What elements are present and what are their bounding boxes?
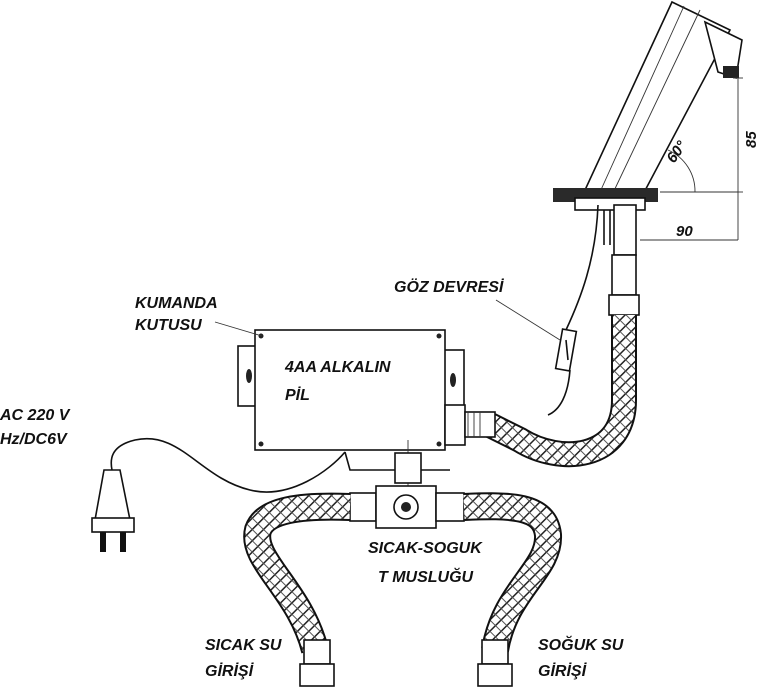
dimension-lines bbox=[640, 77, 743, 241]
label-control-box-line1: KUMANDA bbox=[135, 295, 218, 312]
power-plug bbox=[91, 469, 135, 552]
label-power-line1: AC 220 V bbox=[0, 407, 71, 424]
faucet-base bbox=[553, 188, 658, 256]
faucet-body bbox=[583, 0, 743, 201]
label-cold-inlet-line1: SOĞUK SU bbox=[538, 635, 624, 654]
label-control-box-line2: KUTUSU bbox=[135, 317, 202, 334]
eye-circuit-module bbox=[554, 328, 578, 372]
dimension-reach: 90 bbox=[676, 223, 693, 240]
label-battery-line1: 4AA ALKALIN bbox=[284, 359, 391, 376]
label-hot-inlet-line1: SICAK SU bbox=[205, 637, 282, 654]
label-power-line2: Hz/DC6V bbox=[0, 431, 68, 448]
label-t-valve-line1: SICAK-SOGUK bbox=[368, 540, 483, 557]
label-eye-circuit: GÖZ DEVRESİ bbox=[394, 277, 505, 296]
power-cable bbox=[110, 437, 346, 493]
cold-water-hose bbox=[463, 492, 562, 687]
label-t-valve-line2: T MUSLUĞU bbox=[378, 567, 474, 586]
label-cold-inlet-line2: GİRİŞİ bbox=[538, 662, 588, 680]
faucet-supply-hose bbox=[484, 254, 640, 468]
sensor-cable bbox=[565, 204, 599, 331]
t-valve-assembly bbox=[349, 452, 465, 529]
label-battery-line2: PİL bbox=[285, 386, 310, 404]
label-hot-inlet-line2: GİRİŞİ bbox=[205, 662, 255, 680]
control-box bbox=[237, 329, 496, 451]
hot-water-hose bbox=[243, 492, 351, 687]
dimension-height: 85 bbox=[743, 131, 760, 148]
